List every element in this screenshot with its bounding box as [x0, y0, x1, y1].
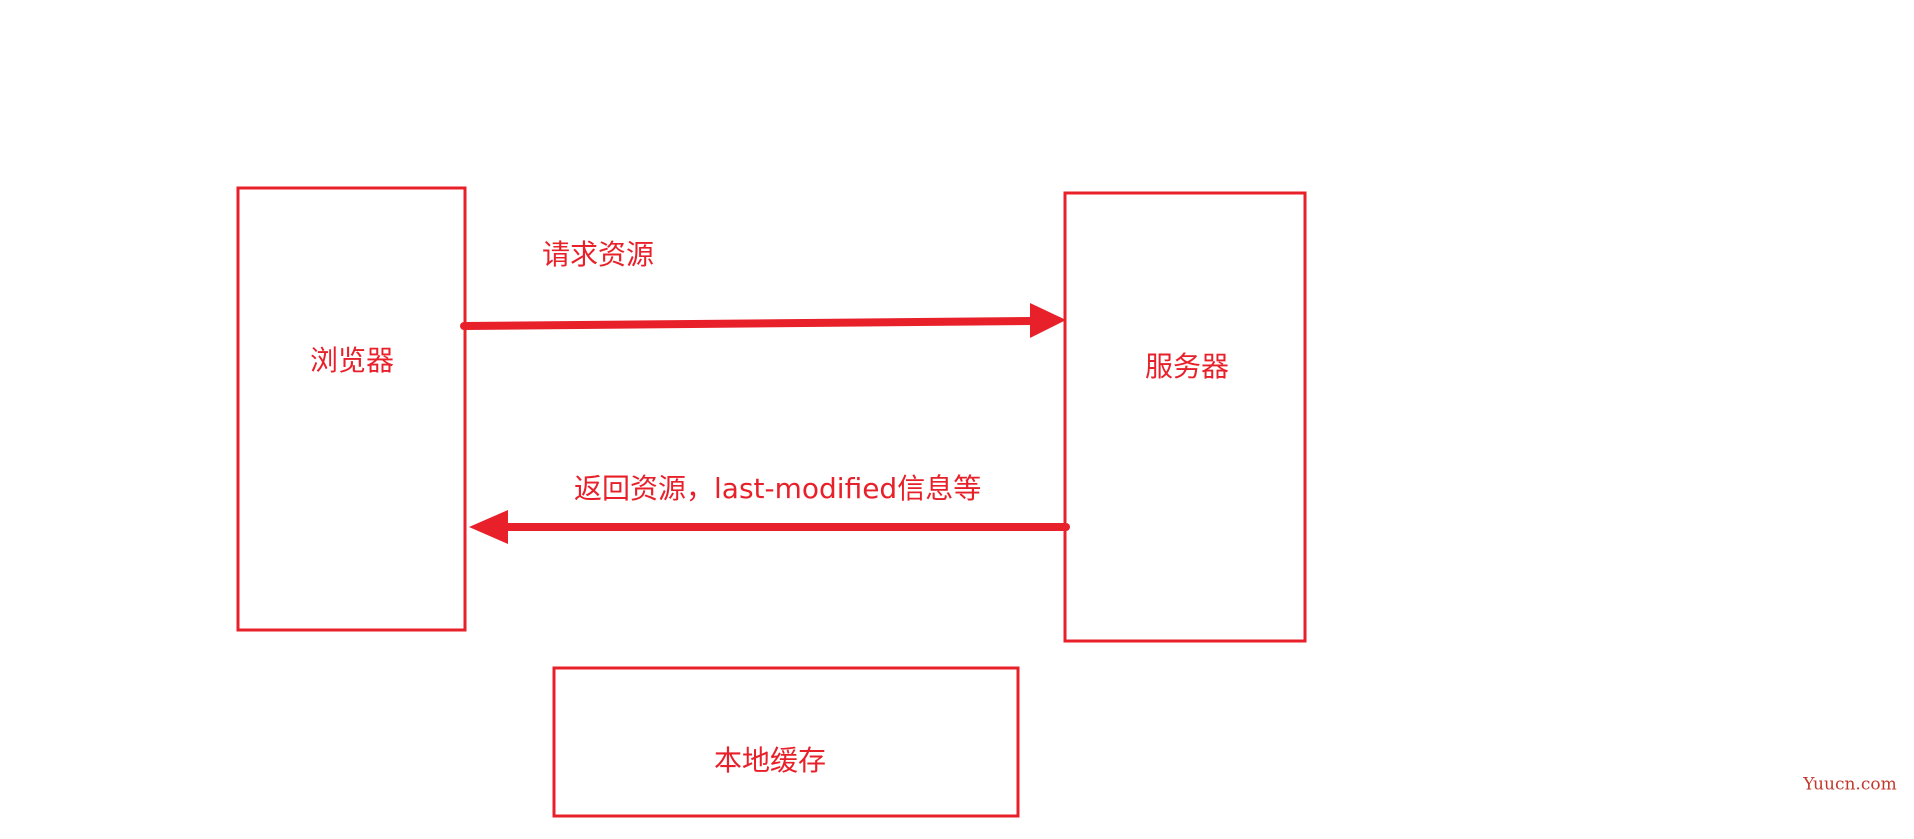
server-box [1063, 191, 1307, 643]
browser-label: 浏览器 [310, 344, 394, 377]
request-arrowhead [1030, 303, 1066, 338]
response-arrowhead [469, 510, 508, 544]
server-label: 服务器 [1145, 350, 1229, 383]
request-arrow-line [460, 317, 1036, 330]
response-label: 返回资源，last-modified信息等 [574, 472, 981, 505]
browser-box [236, 186, 467, 632]
response-edge: 返回资源，last-modified信息等 [469, 472, 1070, 544]
cache-box [552, 666, 1020, 818]
request-edge: 请求资源 [460, 238, 1066, 338]
request-label: 请求资源 [542, 238, 654, 271]
watermark-text: Yuucn.com [1802, 775, 1896, 795]
server-node: 服务器 [1063, 191, 1307, 643]
cache-node: 本地缓存 [552, 666, 1020, 818]
browser-node: 浏览器 [236, 186, 467, 632]
cache-label: 本地缓存 [714, 744, 826, 777]
